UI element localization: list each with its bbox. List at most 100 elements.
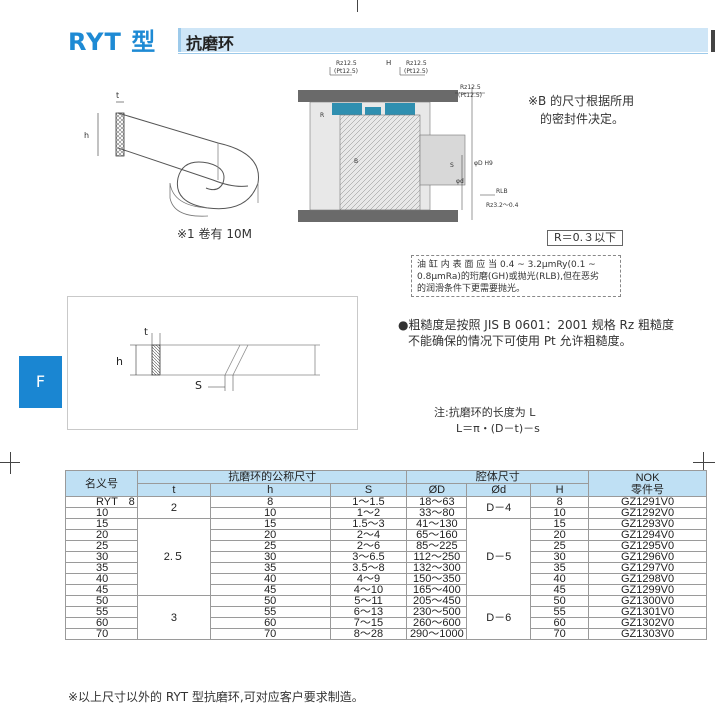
cell-name: 45 (65, 584, 138, 596)
cell-D: 290～1000 (406, 628, 468, 640)
cell-D: 165～400 (406, 584, 468, 596)
cell-d-group: D－4 (466, 496, 532, 519)
cell-name: 60 (65, 617, 138, 629)
header-H: H (530, 483, 590, 497)
cell-name: 20 (65, 529, 138, 541)
roughness-note-line1: ●粗糙度是按照 JIS B 0601：2001 规格 Rz 粗糙度 (398, 318, 675, 332)
s-dim-label: S (450, 162, 454, 169)
cell-h: 15 (209, 518, 331, 530)
page-title: RYT 型 (68, 28, 157, 56)
header-cavity-group: 腔体尺寸 (406, 470, 590, 484)
cell-D: 230～500 (406, 606, 468, 618)
b-label: B (354, 158, 358, 165)
cell-H: 45 (530, 584, 590, 596)
b-size-note-line1: ※B 的尺寸根据所用 (528, 94, 635, 108)
header-name: 名义号 (65, 470, 138, 497)
h-dim-label: H (386, 59, 391, 67)
table-row: 55 55 6～13 230～500 55 GZ1301V0 (65, 606, 707, 618)
rz-label-3: Rz12.5 (460, 84, 481, 91)
cell-part: GZ1292V0 (588, 507, 707, 519)
cell-h: 60 (209, 617, 331, 629)
cell-part: GZ1297V0 (588, 562, 707, 574)
roughness-note-line2: 不能确保的情况下可使用 Pt 允许粗糙度。 (408, 334, 632, 348)
header-t: t (136, 483, 211, 497)
cell-H: 30 (530, 551, 590, 563)
rz-label-4: Rz3.2～0.4 (486, 202, 519, 209)
cell-name: 30 (65, 551, 138, 563)
cell-part: GZ1295V0 (588, 540, 707, 552)
cell-t-group: 2.５ (136, 518, 211, 596)
cell-part: GZ1303V0 (588, 628, 707, 640)
cell-D: 18～63 (406, 496, 468, 508)
table-row: 15 2.５ 15 1.5～3 41～130 D－5 15 GZ1293V0 (65, 518, 707, 596)
pt-label-3: (Pt12.5) (458, 92, 482, 99)
coil-h-label: h (84, 131, 89, 140)
cell-part: GZ1298V0 (588, 573, 707, 585)
cell-s: 3.5～8 (329, 562, 408, 574)
cell-H: 25 (530, 540, 590, 552)
cell-h: 30 (209, 551, 331, 563)
header-nok-line1: NOK (635, 471, 660, 484)
coil-illustration: h t (84, 91, 259, 217)
cell-name: 50 (65, 595, 138, 607)
cell-d-group: D－6 (466, 595, 532, 640)
cell-D: 41～130 (406, 518, 468, 530)
cell-D: 205～450 (406, 595, 468, 607)
cell-part: GZ1299V0 (588, 584, 707, 596)
cell-d-group: D－5 (466, 518, 532, 596)
cell-part: GZ1296V0 (588, 551, 707, 563)
header-s: S (329, 483, 408, 497)
finish-line-3: 的润滑条件下更需要抛光。 (417, 284, 526, 294)
cell-name: 40 (65, 573, 138, 585)
table-row: RYT 8 2 8 1～1.5 18～63 D－4 8 GZ1291V0 (65, 496, 707, 519)
crop-mark (711, 30, 715, 52)
r-value-box: R＝0.３以下 (547, 230, 624, 246)
table-row: 40 40 4～9 150～350 40 GZ1298V0 (65, 573, 707, 585)
section-tab: F (19, 356, 62, 408)
cell-h: 70 (209, 628, 331, 640)
cell-s: 2～4 (329, 529, 408, 541)
cell-name: 70 (65, 628, 138, 640)
spec-table: 名义号 抗磨环的公称尺寸 腔体尺寸 NOK 零件号 t h S ØD Ød H … (65, 470, 707, 640)
cell-name: 35 (65, 562, 138, 574)
cell-s: 5～11 (329, 595, 408, 607)
table-row: 25 25 2～6 85～225 25 GZ1295V0 (65, 540, 707, 552)
crop-mark (693, 462, 715, 463)
strip-drawing: h t S (116, 327, 320, 392)
header-nok: NOK 零件号 (588, 470, 707, 497)
header-d: Ød (466, 483, 532, 497)
cell-part: GZ1302V0 (588, 617, 707, 629)
cell-H: 15 (530, 518, 590, 530)
surface-finish-note: 油 缸 内 表 面 应 当 0.4 ~ 3.2μmRy(0.1 ~ 0.8μmR… (411, 255, 621, 297)
phid-label: φd (456, 178, 464, 185)
cell-h: 55 (209, 606, 331, 618)
finish-line-2: 0.8μmRa)的珩磨(GH)或抛光(RLB),但在恶劣 (417, 272, 599, 282)
cell-part: GZ1301V0 (588, 606, 707, 618)
cell-h: 10 (209, 507, 331, 519)
cell-D: 150～350 (406, 573, 468, 585)
cell-s: 7～15 (329, 617, 408, 629)
strip-h-label: h (116, 355, 123, 368)
cell-D: 132～300 (406, 562, 468, 574)
cell-D: 65～160 (406, 529, 468, 541)
cell-h: 35 (209, 562, 331, 574)
strip-drawing-frame (67, 296, 358, 430)
cell-part: GZ1294V0 (588, 529, 707, 541)
cell-h: 50 (209, 595, 331, 607)
finish-line-1: 油 缸 内 表 面 应 当 0.4 ~ 3.2μmRy(0.1 ~ (417, 260, 596, 270)
cell-D: 260～600 (406, 617, 468, 629)
coil-t-label: t (116, 91, 119, 100)
cell-s: 8～28 (329, 628, 408, 640)
pt-label-2: (Pt12.5) (404, 68, 428, 75)
cell-s: 2～6 (329, 540, 408, 552)
cylinder-section-drawing: Rz12.5 (Pt12.5) Rz12.5 (Pt12.5) H Rz12.5… (298, 59, 519, 222)
cell-part: GZ1291V0 (588, 496, 707, 508)
cell-name: 55 (65, 606, 138, 618)
length-note-line2: L＝π・(D－t)－s (456, 422, 540, 435)
cell-name: 25 (65, 540, 138, 552)
table-row: 70 70 8～28 290～1000 70 GZ1303V0 (65, 628, 707, 640)
cell-H: 40 (530, 573, 590, 585)
r-label: R (320, 112, 324, 119)
cell-s: 6～13 (329, 606, 408, 618)
cell-h: 45 (209, 584, 331, 596)
